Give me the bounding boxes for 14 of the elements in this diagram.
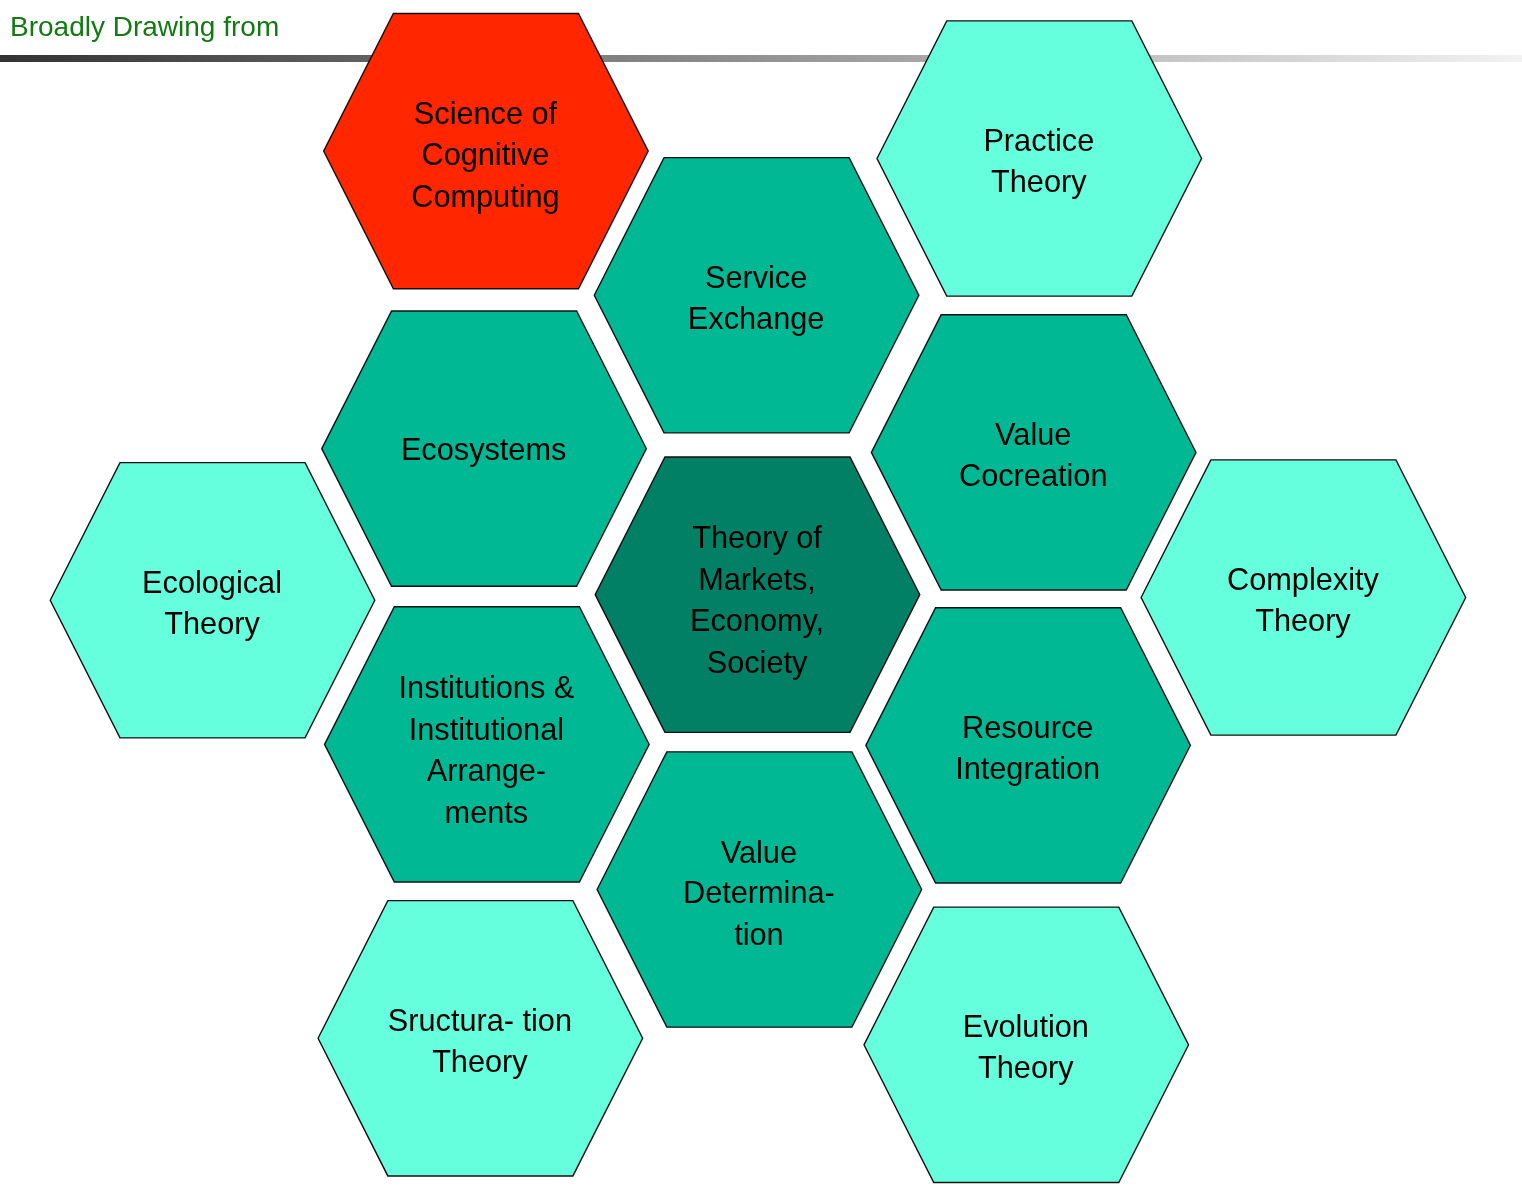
hexagon-label: Value Cocreation	[958, 415, 1109, 495]
hexagon-label: Value Determina- tion	[682, 833, 836, 954]
hexagon-label: Service Exchange	[686, 258, 826, 338]
hexagon-label: Complexity Theory	[1226, 560, 1380, 640]
hexagon-label: Ecosystems	[399, 431, 568, 469]
hexagon-label: Sructura- tion Theory	[386, 1001, 573, 1081]
hexagon-label: Theory of Markets, Economy, Society	[688, 519, 826, 682]
hexagon-label: Practice Theory	[982, 121, 1096, 201]
slide-title: Broadly Drawing from	[10, 12, 280, 43]
hexagon-label: Institutions & Institutional Arrange- ments	[397, 669, 576, 831]
hexagon-label: Ecological Theory	[141, 563, 283, 643]
hexagon-label: Evolution Theory	[961, 1008, 1090, 1087]
hexagon-label: Science of Cognitive Computing	[410, 95, 561, 216]
hexagon-label: Resource Integration	[954, 708, 1102, 788]
